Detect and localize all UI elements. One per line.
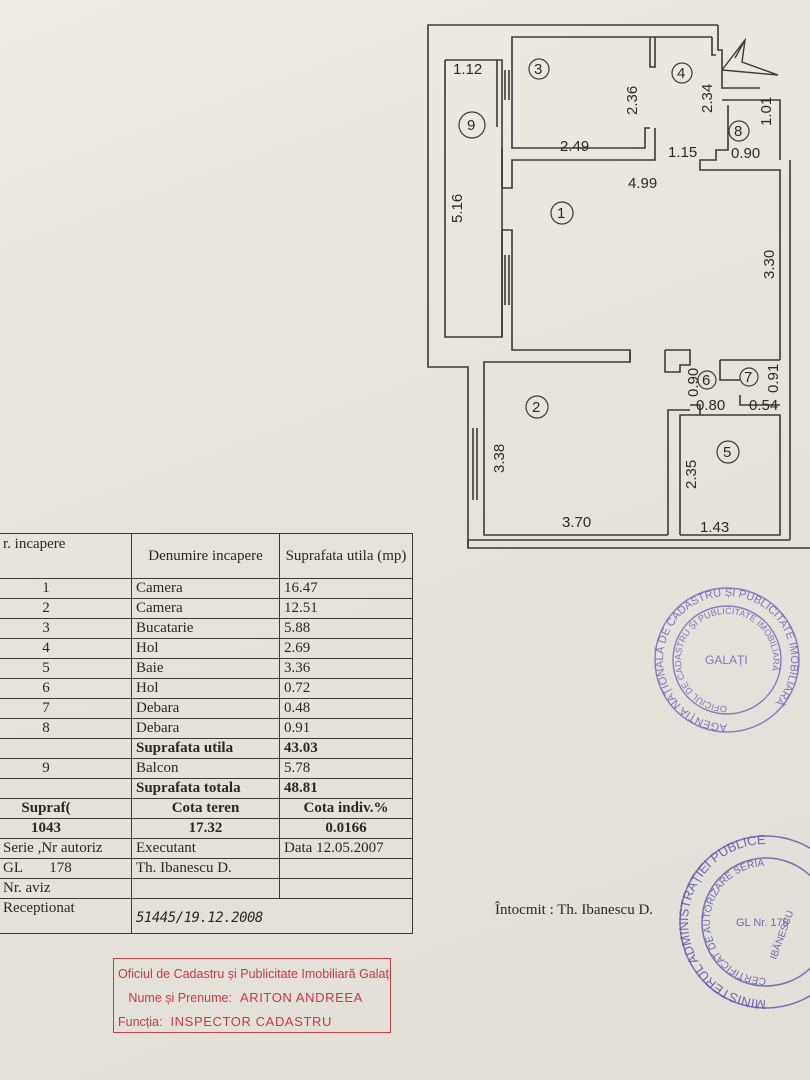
header-room-name: Denumire incapere bbox=[131, 533, 280, 579]
dimension-label: 1.01 bbox=[758, 97, 775, 126]
room-marker-8 bbox=[728, 120, 750, 142]
table-header-row: r. incapere Denumire incapere Suprafata … bbox=[0, 533, 413, 579]
dimension-label: 2.36 bbox=[624, 86, 641, 115]
agency-round-seal: AGENȚIA NAȚIONALĂ DE CADASTRU ȘI PUBLICI… bbox=[645, 582, 810, 742]
room-number: 3 bbox=[534, 61, 542, 78]
north-arrow-icon bbox=[721, 37, 779, 76]
room-marker-5 bbox=[716, 440, 740, 464]
room-marker-4 bbox=[671, 62, 693, 84]
dimension-label: 0.54 bbox=[749, 397, 778, 414]
aviz-row: Nr. aviz bbox=[0, 878, 413, 899]
dimension-label: 0.91 bbox=[765, 364, 782, 393]
red-rectangular-stamp: Oficiul de Cadastru și Publicitate Imobi… bbox=[113, 958, 392, 1033]
room-number: 6 bbox=[702, 372, 710, 389]
seal-center-text: GL Nr. 178 bbox=[736, 917, 789, 929]
room-number: 2 bbox=[532, 399, 540, 416]
rooms-table: r. incapere Denumire incapere Suprafata … bbox=[0, 533, 413, 934]
dimension-label: 0.80 bbox=[696, 397, 725, 414]
dimension-label: 3.70 bbox=[562, 514, 591, 531]
room-marker-2 bbox=[525, 395, 549, 419]
dimension-label: 0.90 bbox=[731, 145, 760, 162]
room-number: 4 bbox=[677, 65, 685, 82]
dimension-label: 5.16 bbox=[449, 194, 466, 223]
dimension-label: 2.35 bbox=[683, 460, 700, 489]
ministry-round-seal: MINISTERUL ADMINISTRAȚIEI PUBLICE CERTIF… bbox=[676, 830, 810, 1020]
room-marker-9 bbox=[458, 111, 486, 139]
inner-wall bbox=[511, 36, 712, 127]
room-number: 1 bbox=[557, 205, 565, 222]
dimension-label: 0.90 bbox=[685, 368, 702, 397]
dimension-label: 3.38 bbox=[491, 444, 508, 473]
header-room-nr: r. incapere bbox=[0, 533, 132, 579]
room-number: 9 bbox=[467, 117, 475, 134]
floor-plan: 1 2 3 4 5 6 7 8 9 1.12 2.36 2.34 1.01 5.… bbox=[427, 24, 810, 549]
receptionat-handwriting: 51445/19.12.2008 bbox=[136, 910, 263, 926]
seal-center-text: GALAȚI bbox=[705, 653, 748, 667]
outer-wall bbox=[427, 24, 810, 549]
dimension-label: 4.99 bbox=[628, 175, 657, 192]
dimension-label: 3.30 bbox=[761, 250, 778, 279]
room-number: 8 bbox=[734, 123, 742, 140]
room-marker-7 bbox=[739, 367, 759, 387]
room-marker-6 bbox=[697, 370, 717, 390]
header-area: Suprafata utila (mp) bbox=[279, 533, 413, 579]
dimension-label: 2.34 bbox=[699, 84, 716, 113]
dimension-label: 2.49 bbox=[560, 138, 589, 155]
room-number: 7 bbox=[744, 369, 752, 386]
dimension-label: 1.12 bbox=[453, 61, 482, 78]
intocmit-label: Întocmit : Th. Ibanescu D. bbox=[495, 902, 654, 918]
room-marker-3 bbox=[528, 58, 550, 80]
room-marker-1 bbox=[550, 201, 574, 225]
room-number: 5 bbox=[723, 444, 731, 461]
dimension-label: 1.43 bbox=[700, 519, 729, 536]
dimension-label: 1.15 bbox=[668, 144, 697, 161]
